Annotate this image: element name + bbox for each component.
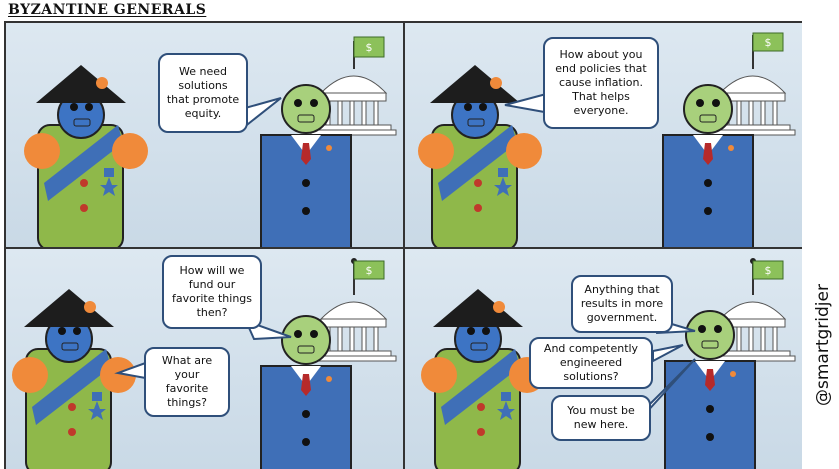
speech-bubble-politician: What are your favorite things? <box>144 347 230 417</box>
speech-bubble-politician: You must be new here. <box>551 395 651 441</box>
politician-character <box>260 84 352 247</box>
politician-character <box>662 84 754 247</box>
bubble-text: What are your favorite things? <box>161 354 213 409</box>
general-character <box>12 289 136 469</box>
speech-bubble-politician: We need solutions that promote equity. <box>158 53 248 133</box>
flag-dollar-sign: $ <box>366 41 373 54</box>
speech-bubble-politician: Anything that results in more government… <box>571 275 673 333</box>
bubble-text: We need solutions that promote equity. <box>166 65 240 120</box>
general-character <box>418 65 542 247</box>
general-character <box>421 289 545 469</box>
flag-dollar-sign: $ <box>366 264 373 277</box>
bubble-text: Anything that results in more government… <box>580 283 664 324</box>
comic-strip: $ <box>4 21 802 469</box>
speech-bubble-general: How about you end policies that cause in… <box>543 37 659 129</box>
politician-character <box>664 310 756 469</box>
speech-bubble-general: And competently engineered solutions? <box>529 337 653 389</box>
panel-divider-vertical <box>403 23 405 467</box>
panel-4: $ <box>405 249 802 469</box>
politician-character <box>260 315 352 469</box>
general-character <box>24 65 148 247</box>
speech-tail <box>652 344 684 363</box>
bubble-text: And competently engineered solutions? <box>543 342 639 383</box>
flag-dollar-sign: $ <box>765 36 772 49</box>
artist-signature: @smartgridjer <box>813 284 833 406</box>
capitol-building: $ <box>709 32 796 136</box>
speech-bubble-general: How will we fund our favorite things the… <box>162 255 262 329</box>
panel-3: $ <box>6 249 403 469</box>
bubble-text: How will we fund our favorite things the… <box>171 264 253 319</box>
capitol-building: $ <box>310 36 397 136</box>
panel-2-art: $ <box>418 32 796 247</box>
flag-dollar-sign: $ <box>765 264 772 277</box>
panel-divider-horizontal <box>6 247 800 249</box>
panel-2: $ <box>405 23 802 247</box>
bubble-text: You must be new here. <box>567 404 635 431</box>
comic-title: BYZANTINE GENERALS <box>8 2 207 18</box>
panel-1-art: $ <box>24 36 397 247</box>
bubble-text: How about you end policies that cause in… <box>555 48 647 117</box>
panel-1: $ <box>6 23 403 247</box>
panel-3-art: $ <box>12 258 397 469</box>
panel-4-art: $ <box>421 258 796 469</box>
